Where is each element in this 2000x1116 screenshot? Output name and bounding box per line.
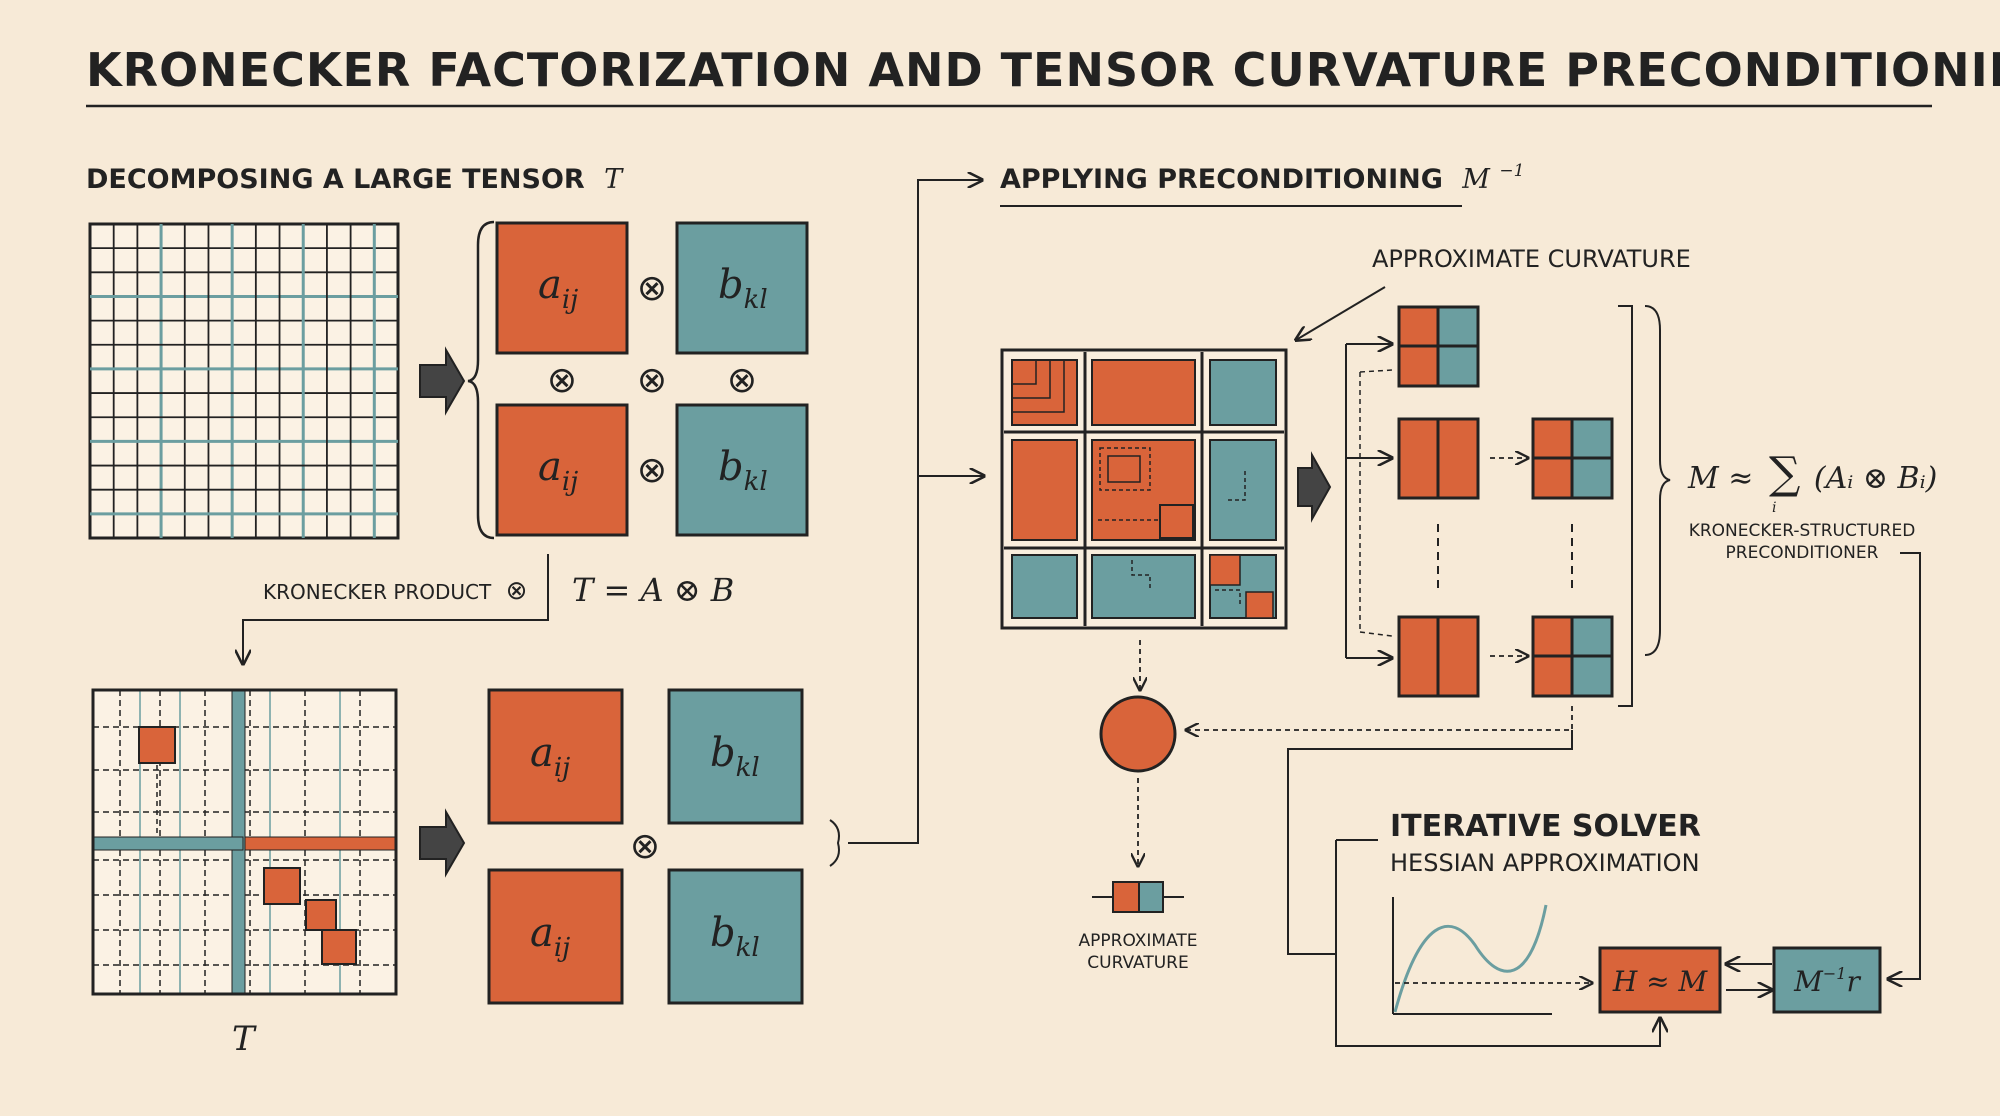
otimes-icon: ⊗ [637,450,667,491]
flow-connector [1888,552,1921,979]
block-curvature-matrix [1000,348,1288,630]
block-arrow-icon [419,808,466,878]
factor-block-b-top: bkl [675,221,809,355]
left-brace [467,220,495,540]
approx-curvature-heading: APPROXIMATE CURVATURE [1372,245,1691,273]
otimes-icon: ⊗ [637,360,667,401]
factor-block-b-bottom-2: bkl [667,868,804,1005]
page-title: KRONECKER FACTORIZATION AND TENSOR CURVA… [86,43,2000,97]
factor-block-a-mid: aij [495,403,629,537]
kron-factor-2 [1397,417,1480,500]
factor-connector-dashed [1359,369,1393,637]
structured-label-1: KRONECKER-STRUCTURED [1689,521,1916,541]
hessian-curve-plot [1392,897,1592,1015]
kronecker-equation: T = A ⊗ B [572,571,734,609]
kron-factor-nb [1531,615,1614,698]
tensor-label: T [232,1019,257,1059]
factor-block-a-bottom-1: aij [487,688,624,825]
kronecker-connector [243,554,549,664]
svg-text:M−1r: M−1r [1793,964,1861,998]
sum-index: i [1772,500,1776,516]
kronecker-product-label: KRONECKER PRODUCT ⊗ [263,576,527,606]
factor-block-a-top: aij [495,221,629,355]
block-arrow-icon [1297,451,1332,523]
small-curvature-label-1: APPROXIMATE [1079,931,1198,951]
otimes-icon: ⊗ [637,268,667,309]
curvature-pointer [1296,286,1386,340]
otimes-icon: ⊗ [727,360,757,401]
factor-block-b-bottom-1: bkl [667,688,804,825]
preconditioner-formula: M ≈ ∑ (Aᵢ ⊗ Bᵢ) [1687,448,1937,499]
otimes-icon: ⊗ [547,360,577,401]
svg-text:aij: aij [538,444,578,497]
dense-tensor-grid [88,222,400,540]
svg-text:aij: aij [530,730,570,783]
factor-block-b-mid: bkl [675,403,809,537]
kron-factor-n [1397,615,1480,698]
mini-curvature-icon [1092,881,1184,913]
decompose-heading: DECOMPOSING A LARGE TENSOR T [86,164,624,195]
solver-loop [1287,730,1573,955]
solver-subheading: HESSIAN APPROXIMATION [1390,849,1700,877]
kron-factor-1 [1397,305,1480,388]
right-bracket [1618,305,1633,707]
solver-loop [1335,840,1660,1047]
curvature-pointer [1298,287,1385,290]
svg-text:H ≈ M: H ≈ M [1612,965,1709,998]
svg-text:bkl: bkl [710,730,760,783]
factor-block-a-bottom-2: aij [487,868,624,1005]
precond-heading: APPLYING PRECONDITIONING M −1 [1000,161,1524,195]
block-arrow-icon [419,346,466,416]
kronecker-structured-tensor [91,688,398,996]
dashed-arrow [1186,706,1573,730]
structured-label-2: PRECONDITIONER [1726,543,1879,563]
small-curvature-label-2: CURVATURE [1087,953,1188,973]
inverse-apply-box: M−1r [1772,946,1882,1014]
hessian-approx-box: H ≈ M [1598,946,1722,1014]
svg-text:aij: aij [530,910,570,963]
curvature-node [1099,695,1177,773]
solver-heading: ITERATIVE SOLVER [1390,809,1701,844]
small-brace [829,819,840,867]
flow-connector [848,180,982,844]
svg-text:bkl: bkl [718,262,768,315]
svg-text:aij: aij [538,262,578,315]
right-brace [1644,305,1671,656]
svg-text:bkl: bkl [718,444,768,497]
svg-text:bkl: bkl [710,910,760,963]
kron-factor-2b [1531,417,1614,500]
otimes-icon: ⊗ [630,826,660,867]
